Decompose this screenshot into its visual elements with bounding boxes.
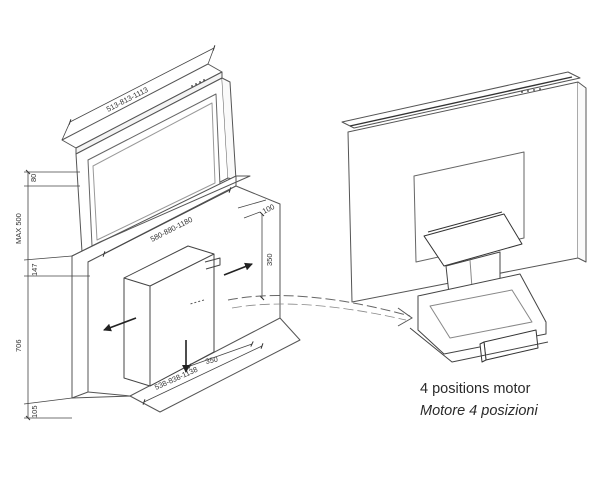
connector-arrowhead [397,307,413,327]
dimension-lines [23,45,267,421]
motor-up-arrow [189,299,205,305]
dim-cabinet-height: 706 [14,339,23,352]
hood-assembly-drawing [61,63,301,413]
dim-base-height: 105 [30,405,39,418]
caption-italian: Motore 4 posizioni [420,403,538,419]
motor-detail-drawing [341,71,587,363]
led-indicator-dots [191,79,541,93]
dim-top-depth: 80 [29,174,38,182]
dim-motor-height: 350 [265,253,274,266]
dim-motor-width: 350 [205,355,219,366]
dim-upper-height: 147 [30,263,39,276]
caption-english: 4 positions motor [420,381,531,397]
dim-lift-height: MAX 500 [14,213,23,244]
connector-arrow [227,295,411,317]
connector-arrow-lower [231,303,407,321]
